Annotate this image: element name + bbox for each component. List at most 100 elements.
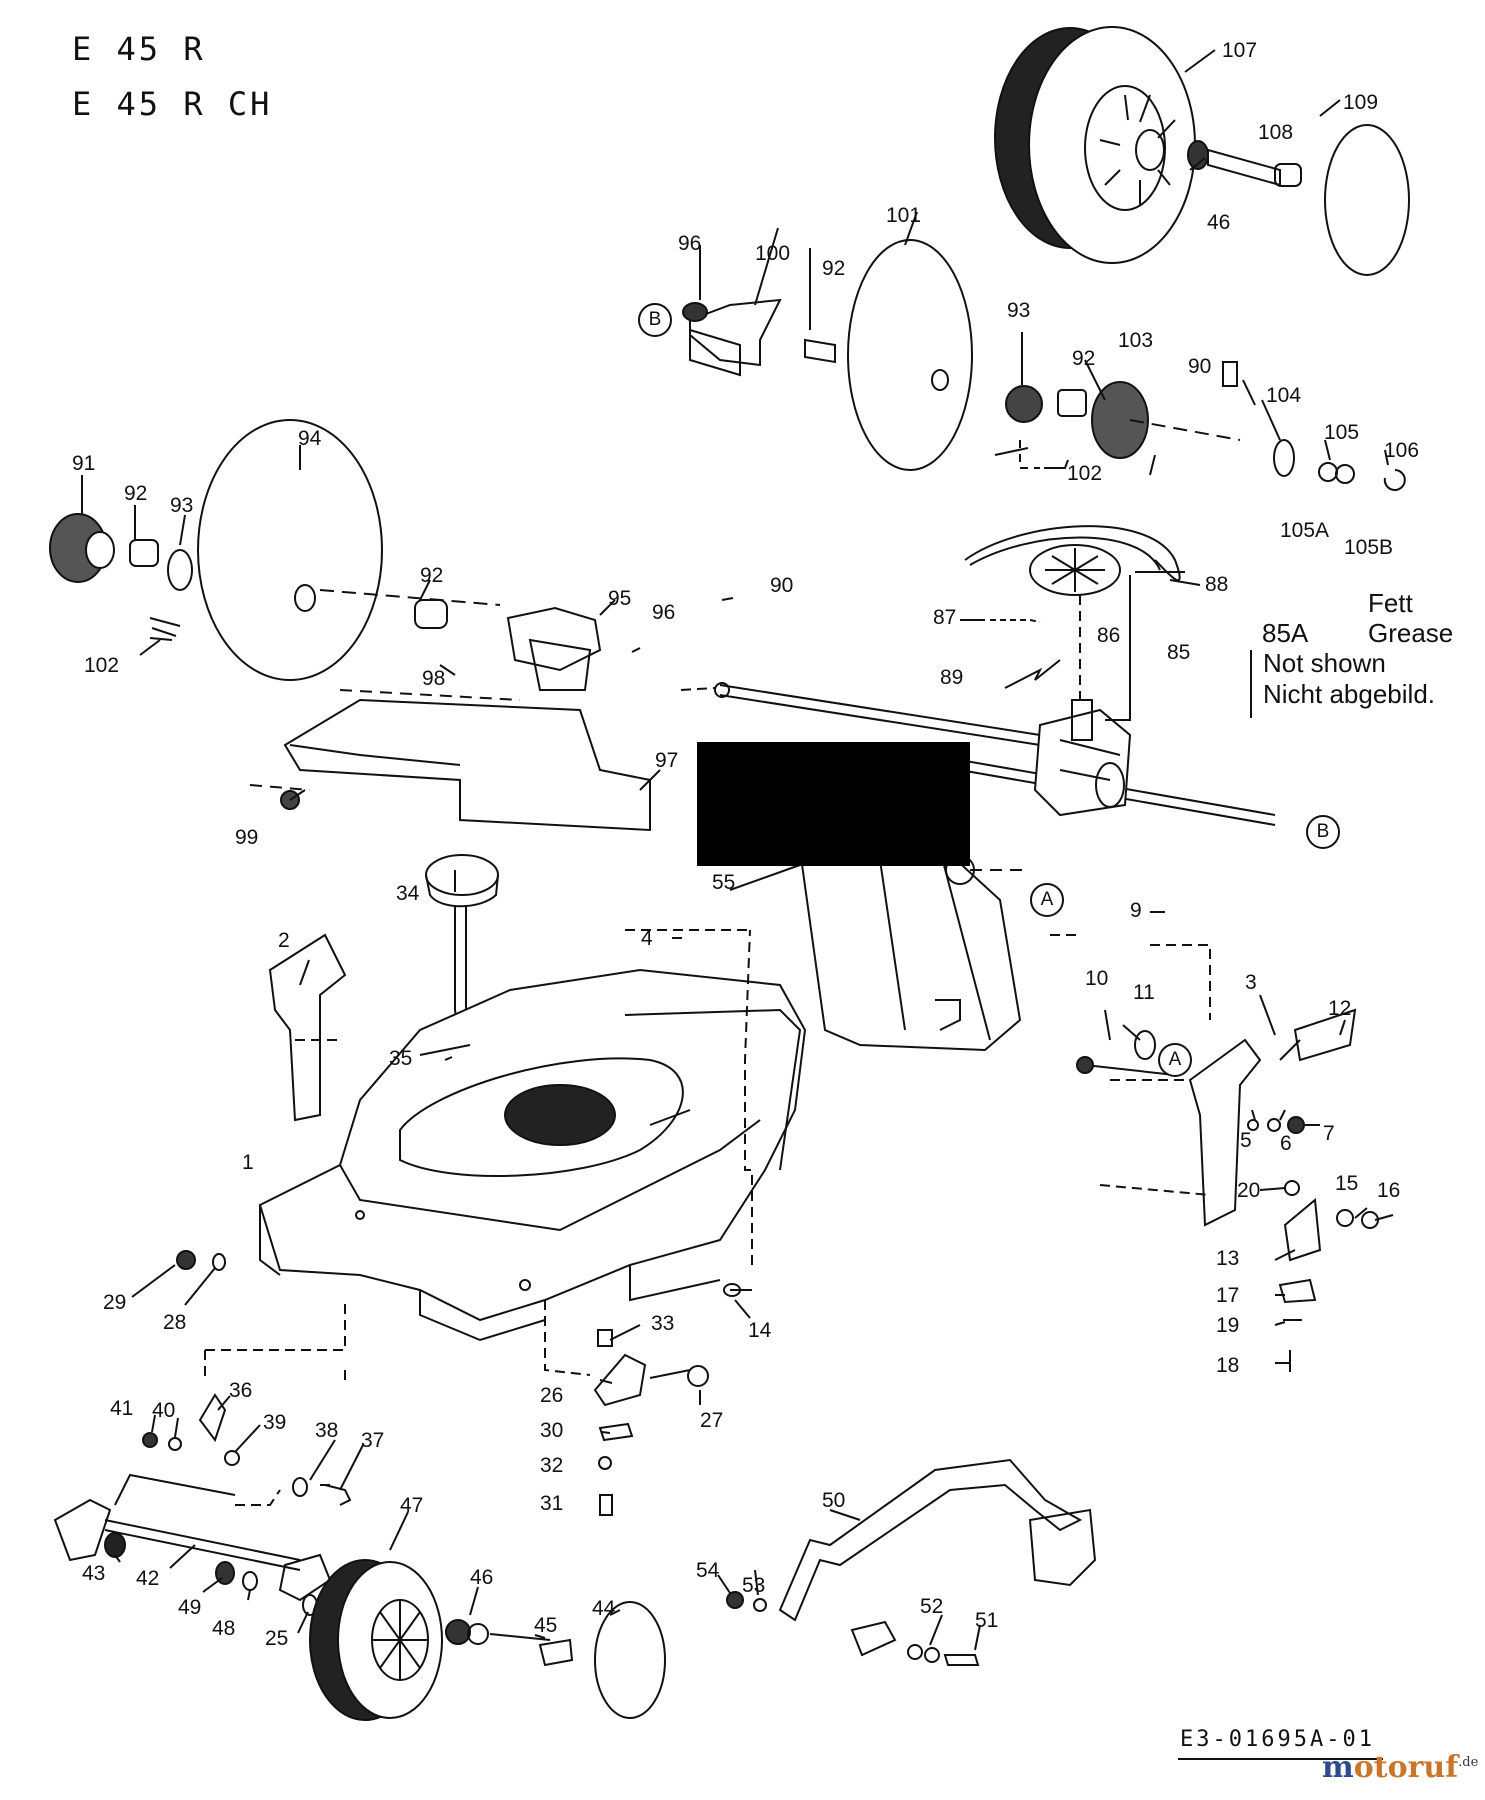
callout-32: 32 — [540, 1454, 564, 1477]
drive-gear-91 — [50, 514, 114, 582]
callout-46: 46 — [1207, 211, 1231, 234]
callout-50: 50 — [822, 1489, 846, 1512]
callout-89: 89 — [940, 666, 964, 689]
reference-marker-b: B — [638, 303, 672, 337]
callout-19: 19 — [1216, 1314, 1240, 1337]
callout-105: 105 — [1324, 421, 1360, 444]
model-line-1: E 45 R — [72, 30, 206, 68]
note-part-85a: 85A — [1262, 618, 1309, 648]
callout-51: 51 — [975, 1609, 999, 1632]
handle-50 — [780, 1460, 1095, 1620]
callout-105b: 105B — [1344, 536, 1394, 559]
callout-12: 12 — [1328, 997, 1352, 1020]
callout-92: 92 — [1072, 347, 1096, 370]
callout-13: 13 — [1216, 1247, 1240, 1270]
callout-39: 39 — [263, 1411, 287, 1434]
watermark-tld: .de — [1458, 1755, 1479, 1770]
callout-92: 92 — [822, 257, 846, 280]
callout-29: 29 — [103, 1291, 127, 1314]
document-id-underline — [1178, 1758, 1383, 1760]
callout-26: 26 — [540, 1384, 564, 1407]
callout-102: 102 — [1067, 462, 1103, 485]
bracket-2 — [270, 935, 345, 1120]
callout-86: 86 — [1097, 624, 1121, 647]
callout-33: 33 — [651, 1312, 675, 1335]
callout-93: 93 — [1007, 299, 1031, 322]
callout-27: 27 — [700, 1409, 724, 1432]
callout-37: 37 — [361, 1429, 385, 1452]
callout-28: 28 — [163, 1311, 187, 1334]
callout-109: 109 — [1343, 91, 1379, 114]
callout-102: 102 — [84, 654, 120, 677]
callout-99: 99 — [235, 826, 259, 849]
deflector-55 — [800, 845, 1020, 1050]
bracket-26 — [595, 1355, 645, 1405]
callout-47: 47 — [400, 1494, 424, 1517]
note-grease: Grease — [1368, 618, 1454, 648]
callout-98: 98 — [422, 667, 446, 690]
bracket-95 — [508, 608, 600, 670]
callout-36: 36 — [229, 1379, 253, 1402]
callout-108: 108 — [1258, 121, 1294, 144]
reference-marker-a: A — [1030, 883, 1064, 917]
note-bracket-line — [1250, 650, 1252, 718]
callout-54: 54 — [696, 1559, 720, 1582]
note-fett: Fett — [1368, 588, 1413, 618]
callout-17: 17 — [1216, 1284, 1240, 1307]
callout-15: 15 — [1335, 1172, 1359, 1195]
callout-106: 106 — [1384, 439, 1420, 462]
callout-31: 31 — [540, 1492, 564, 1515]
callout-95: 95 — [608, 587, 632, 610]
model-line-2: E 45 R CH — [72, 85, 273, 123]
callout-16: 16 — [1377, 1179, 1401, 1202]
callout-103: 103 — [1118, 329, 1154, 352]
callout-25: 25 — [265, 1627, 289, 1650]
bracket-100 — [690, 300, 780, 365]
callout-88: 88 — [1205, 573, 1229, 596]
callout-20: 20 — [1237, 1179, 1261, 1202]
callout-9: 9 — [1130, 899, 1142, 922]
callout-105a: 105A — [1280, 519, 1330, 542]
callout-55: 55 — [712, 871, 736, 894]
disc-101 — [848, 240, 972, 470]
callout-2: 2 — [278, 929, 290, 952]
callout-97: 97 — [655, 749, 679, 772]
callout-38: 38 — [315, 1419, 339, 1442]
callout-41: 41 — [110, 1397, 134, 1420]
callout-30: 30 — [540, 1419, 564, 1442]
note-not-shown: Not shown — [1263, 648, 1386, 678]
callout-101: 101 — [886, 204, 922, 227]
callout-18: 18 — [1216, 1354, 1240, 1377]
callout-35: 35 — [389, 1047, 413, 1070]
rear-wheel-107 — [995, 27, 1195, 263]
hub-cap-44 — [595, 1602, 665, 1718]
callout-96: 96 — [652, 601, 676, 624]
redaction-box — [697, 742, 970, 866]
drive-shaft — [720, 685, 1040, 745]
callout-42: 42 — [136, 1567, 160, 1590]
callout-44: 44 — [592, 1597, 616, 1620]
reference-marker-b: B — [1306, 815, 1340, 849]
callout-91: 91 — [72, 452, 96, 475]
callout-107: 107 — [1222, 39, 1258, 62]
callout-43: 43 — [82, 1562, 106, 1585]
callout-3: 3 — [1245, 971, 1257, 994]
rear-axle-42 — [55, 1475, 330, 1600]
bar-97 — [285, 700, 650, 830]
callout-93: 93 — [170, 494, 194, 517]
bracket-3 — [1190, 1040, 1260, 1225]
callout-5: 5 — [1240, 1129, 1252, 1152]
callout-11: 11 — [1133, 981, 1155, 1004]
callout-92: 92 — [420, 564, 444, 587]
callout-49: 49 — [178, 1596, 202, 1619]
callout-53: 53 — [742, 1574, 766, 1597]
callout-90: 90 — [770, 574, 794, 597]
callout-85: 85 — [1167, 641, 1191, 664]
callout-90: 90 — [1188, 355, 1212, 378]
front-wheel-47 — [310, 1560, 442, 1720]
latch-12 — [1295, 1010, 1355, 1060]
callout-14: 14 — [748, 1319, 772, 1342]
disc-94 — [198, 420, 382, 680]
